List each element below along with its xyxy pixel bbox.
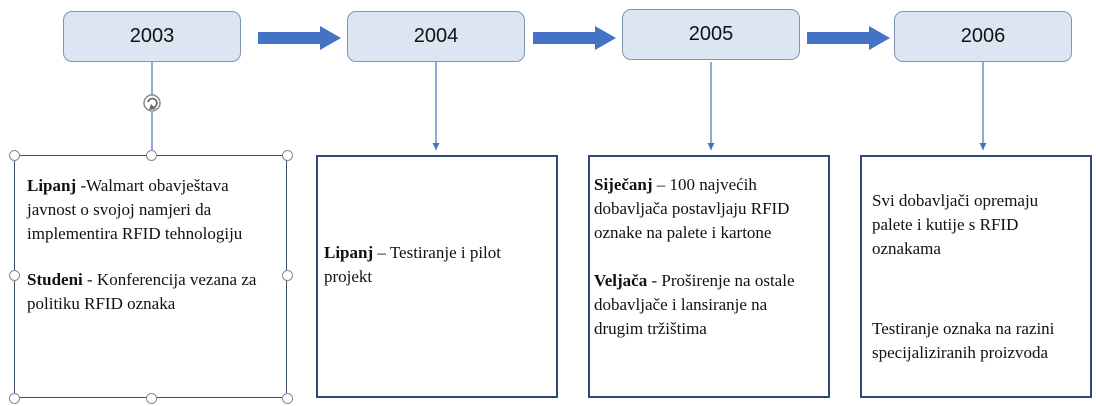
- content-box-2003[interactable]: Lipanj -Walmart obavještava javnost o sv…: [14, 155, 287, 398]
- content-box-2005: Siječanj – 100 najvećih dobavljača posta…: [588, 155, 830, 398]
- year-box-2004: 2004: [347, 11, 525, 62]
- resize-handle-icon[interactable]: [282, 150, 293, 161]
- resize-handle-icon[interactable]: [146, 393, 157, 404]
- year-box-2003: 2003: [63, 11, 241, 62]
- block-arrow-2005-2006: [807, 26, 890, 50]
- year-box-2006: 2006: [894, 11, 1072, 62]
- entry-2003-studeni: Studeni - Konferencija vezana za politik…: [27, 270, 257, 313]
- year-label: 2005: [688, 23, 734, 45]
- entry-2005-sijecanj: Siječanj – 100 najvećih dobavljača posta…: [594, 175, 790, 242]
- entry-2003-lipanj: Lipanj -Walmart obavještava javnost o sv…: [27, 176, 243, 243]
- entry-2006-testiranje: Testiranje oznaka na razini specijalizir…: [872, 319, 1055, 362]
- resize-handle-icon[interactable]: [282, 270, 293, 281]
- content-box-2004: Lipanj – Testiranje i pilot projekt: [316, 155, 558, 398]
- year-label: 2006: [960, 25, 1006, 47]
- resize-handle-icon[interactable]: [282, 393, 293, 404]
- content-box-2006: Svi dobavljači opremaju palete i kutije …: [860, 155, 1092, 398]
- block-arrow-2004-2005: [533, 26, 616, 50]
- resize-handle-icon[interactable]: [9, 150, 20, 161]
- entry-2004-lipanj: Lipanj – Testiranje i pilot projekt: [324, 243, 502, 286]
- entry-2005-veljaca: Veljača - Proširenje na ostale dobavljač…: [594, 271, 795, 338]
- year-label: 2004: [413, 25, 459, 47]
- year-label: 2003: [129, 25, 175, 47]
- resize-handle-icon[interactable]: [9, 393, 20, 404]
- entry-2006-dobavljaci: Svi dobavljači opremaju palete i kutije …: [872, 191, 1039, 258]
- rotate-handle-icon[interactable]: [143, 94, 161, 112]
- block-arrow-2003-2004: [258, 26, 341, 50]
- resize-handle-icon[interactable]: [146, 150, 157, 161]
- year-box-2005: 2005: [622, 9, 800, 60]
- resize-handle-icon[interactable]: [9, 270, 20, 281]
